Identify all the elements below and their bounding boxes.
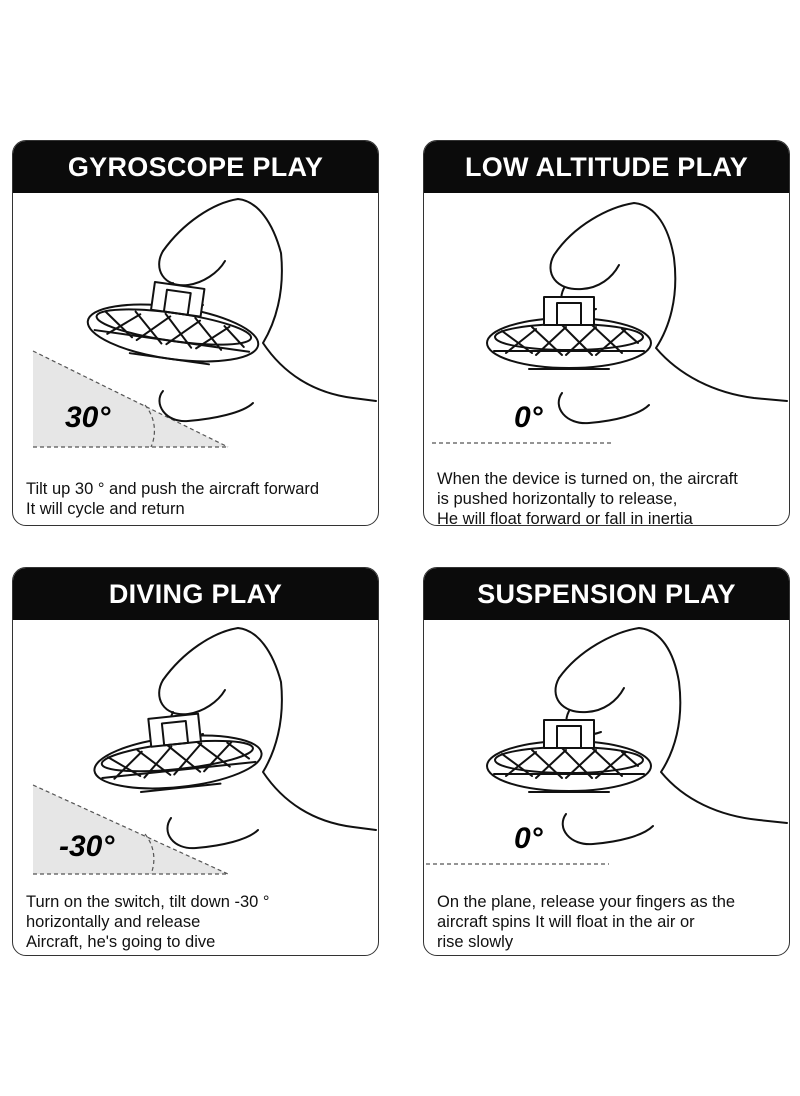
- panel-title: SUSPENSION PLAY: [424, 568, 789, 620]
- description-line: Aircraft, he's going to dive: [26, 933, 216, 951]
- panel-suspension-play: SUSPENSION PLAY 0° On the plane, release…: [423, 567, 790, 956]
- description-text: When the device is turned on, the aircra…: [437, 469, 781, 526]
- description-text: Tilt up 30 ° and push the aircraft forwa…: [26, 479, 370, 519]
- panel-diving-play: DIVING PLAY -30° Turn on the switch, til…: [12, 567, 379, 956]
- angle-label: 0°: [514, 401, 543, 434]
- panel-gyroscope-play: GYROSCOPE PLAY 30° Tilt up 30 ° and push: [12, 140, 379, 526]
- description-line: Tilt up 30 ° and push the aircraft forwa…: [26, 480, 320, 498]
- panel-title: LOW ALTITUDE PLAY: [424, 141, 789, 193]
- hand-holding-spinner-icon: [432, 202, 788, 444]
- hand-holding-spinner-icon: [32, 198, 377, 448]
- angle-label: -30°: [59, 830, 115, 863]
- description-text: On the plane, release your fingers as th…: [437, 892, 781, 952]
- description-line: He will float forward or fall in inertia: [437, 510, 693, 526]
- description-line: It will cycle and return: [26, 500, 185, 518]
- description-line: When the device is turned on, the aircra…: [437, 470, 738, 488]
- description-line: aircraft spins It will float in the air …: [437, 913, 695, 931]
- description-line: horizontally and release: [26, 913, 201, 931]
- panel-title: DIVING PLAY: [13, 568, 378, 620]
- hand-holding-spinner-icon: [32, 627, 377, 875]
- description-line: On the plane, release your fingers as th…: [437, 893, 736, 911]
- description-line: Turn on the switch, tilt down -30 °: [26, 893, 270, 911]
- description-text: Turn on the switch, tilt down -30 ° hori…: [26, 892, 370, 952]
- hand-holding-spinner-icon: [426, 627, 788, 865]
- angle-label: 30°: [65, 401, 111, 434]
- angle-label: 0°: [514, 822, 543, 855]
- panel-title: GYROSCOPE PLAY: [13, 141, 378, 193]
- description-line: rise slowly: [437, 933, 514, 951]
- description-line: is pushed horizontally to release,: [437, 490, 678, 508]
- panel-low-altitude-play: LOW ALTITUDE PLAY 0° When the device is …: [423, 140, 790, 526]
